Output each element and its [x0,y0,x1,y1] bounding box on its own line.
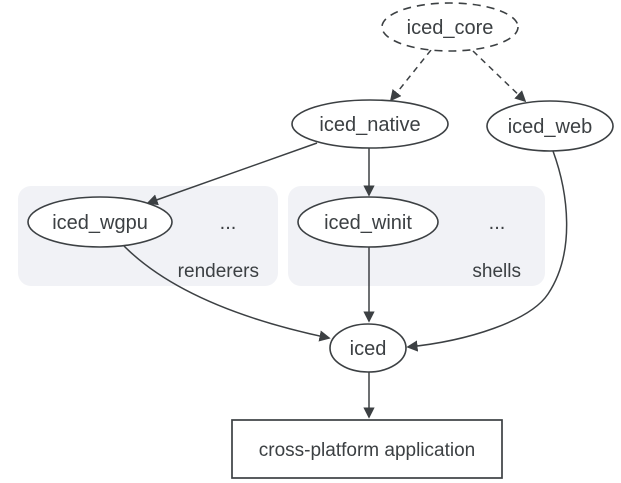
node-iced-winit-label: iced_winit [324,212,412,234]
group-shells-label: shells [472,261,521,282]
node-iced-wgpu-label: iced_wgpu [52,212,148,234]
node-application-box [231,419,503,479]
group-shells-ellipsis: ... [489,212,506,234]
node-iced-winit [297,196,439,248]
node-iced-native-label: iced_native [319,114,420,136]
node-iced-native [291,99,449,149]
edge-iced-web-to-iced [406,150,568,352]
edge-iced-core-to-iced-native [389,49,432,102]
node-iced [329,323,407,373]
node-iced-core-label: iced_core [407,17,494,39]
node-iced-core [381,2,519,52]
node-application-label: cross-platform application [259,440,475,461]
node-iced-label: iced [350,338,387,360]
group-renderers-label: renderers [178,261,259,282]
edge-iced-native-to-iced-wgpu [146,142,318,206]
group-renderers-ellipsis: ... [220,212,237,234]
node-iced-web [486,100,614,152]
edge-iced-core-to-iced-web [472,50,527,103]
node-iced-web-label: iced_web [508,116,593,138]
edge-iced-wgpu-to-iced [123,245,331,342]
node-iced-wgpu [27,196,173,248]
